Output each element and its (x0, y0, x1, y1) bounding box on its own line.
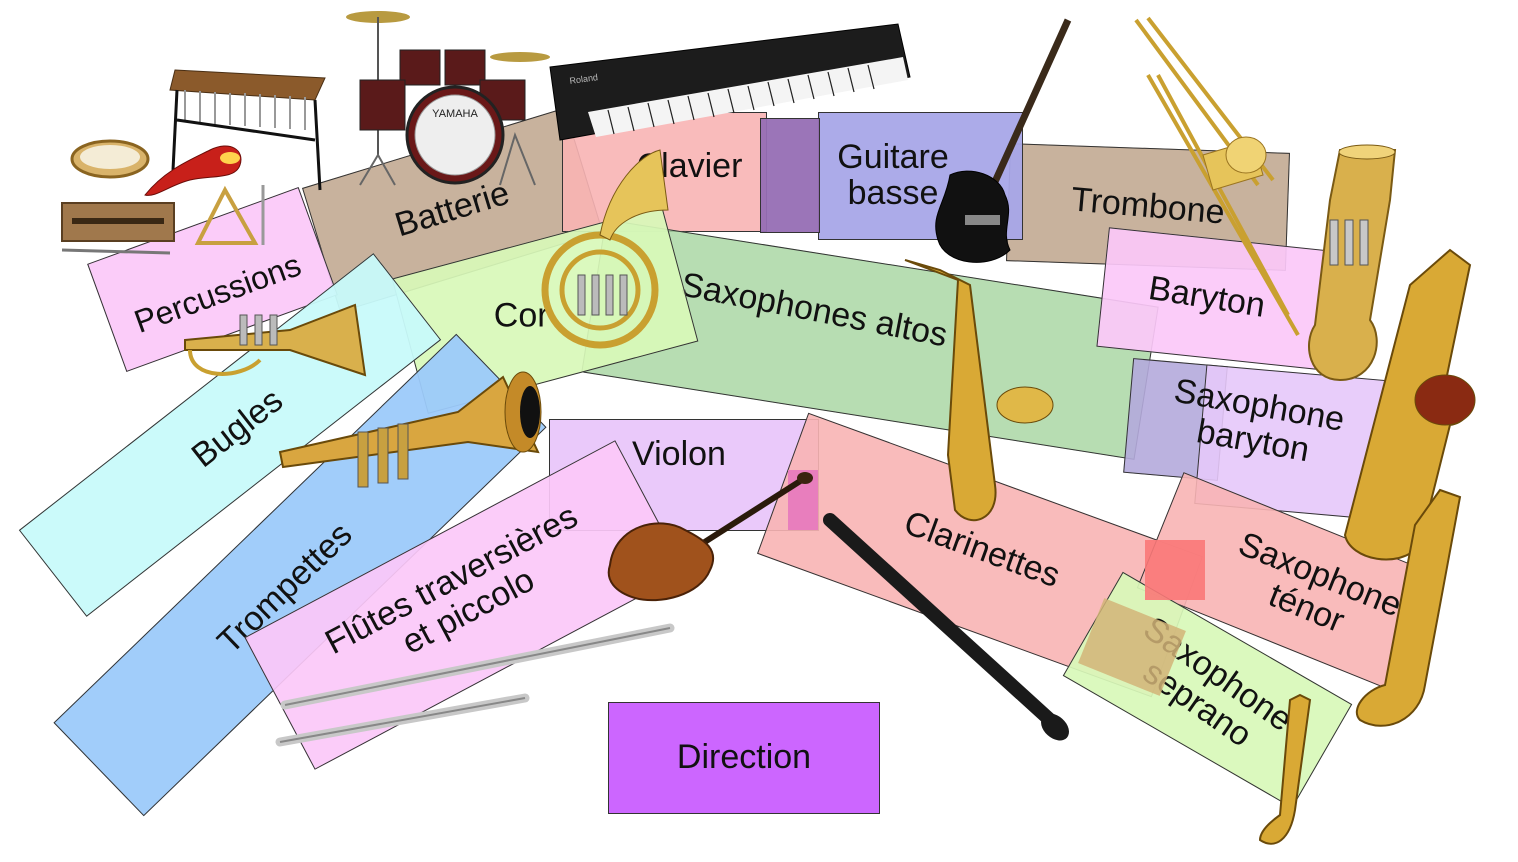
zone-direction: Direction (608, 702, 880, 814)
violin-icon (607, 472, 813, 602)
drum-kit-icon: YAMAHA (346, 11, 550, 186)
zone-overlap-purple (760, 118, 820, 233)
zone-bugles-label: Bugles (184, 381, 291, 476)
tambourine-icon (70, 139, 150, 179)
clarinet-icon (823, 513, 1069, 741)
zone-violon-label: Violon (632, 435, 726, 474)
maracas-icon (144, 145, 242, 196)
zone-overlap-red (1145, 540, 1205, 600)
triangle-icon (194, 185, 265, 245)
french-horn-icon (541, 149, 669, 349)
flute-icon (280, 623, 675, 710)
soprano-saxophone-icon (1258, 693, 1312, 845)
trumpet-icon (278, 371, 542, 488)
alto-saxophone-icon (904, 259, 1054, 522)
trombone-icon (1134, 16, 1300, 336)
xylophone-icon (169, 69, 326, 191)
keyboard-icon: Roland (549, 23, 911, 141)
keyboard-brand: Roland (569, 72, 599, 86)
svg-text:YAMAHA: YAMAHA (432, 108, 478, 120)
zone-guitare-basse-label: Guitare basse (837, 138, 949, 212)
piccolo-icon (275, 693, 530, 747)
bugle-icon (184, 303, 367, 377)
tenor-saxophone-icon (1355, 488, 1462, 727)
woodblock-icon (61, 202, 175, 255)
zone-direction-label: Direction (676, 738, 812, 777)
baritone-horn-icon (1307, 144, 1397, 382)
bass-guitar-icon (935, 18, 1072, 263)
